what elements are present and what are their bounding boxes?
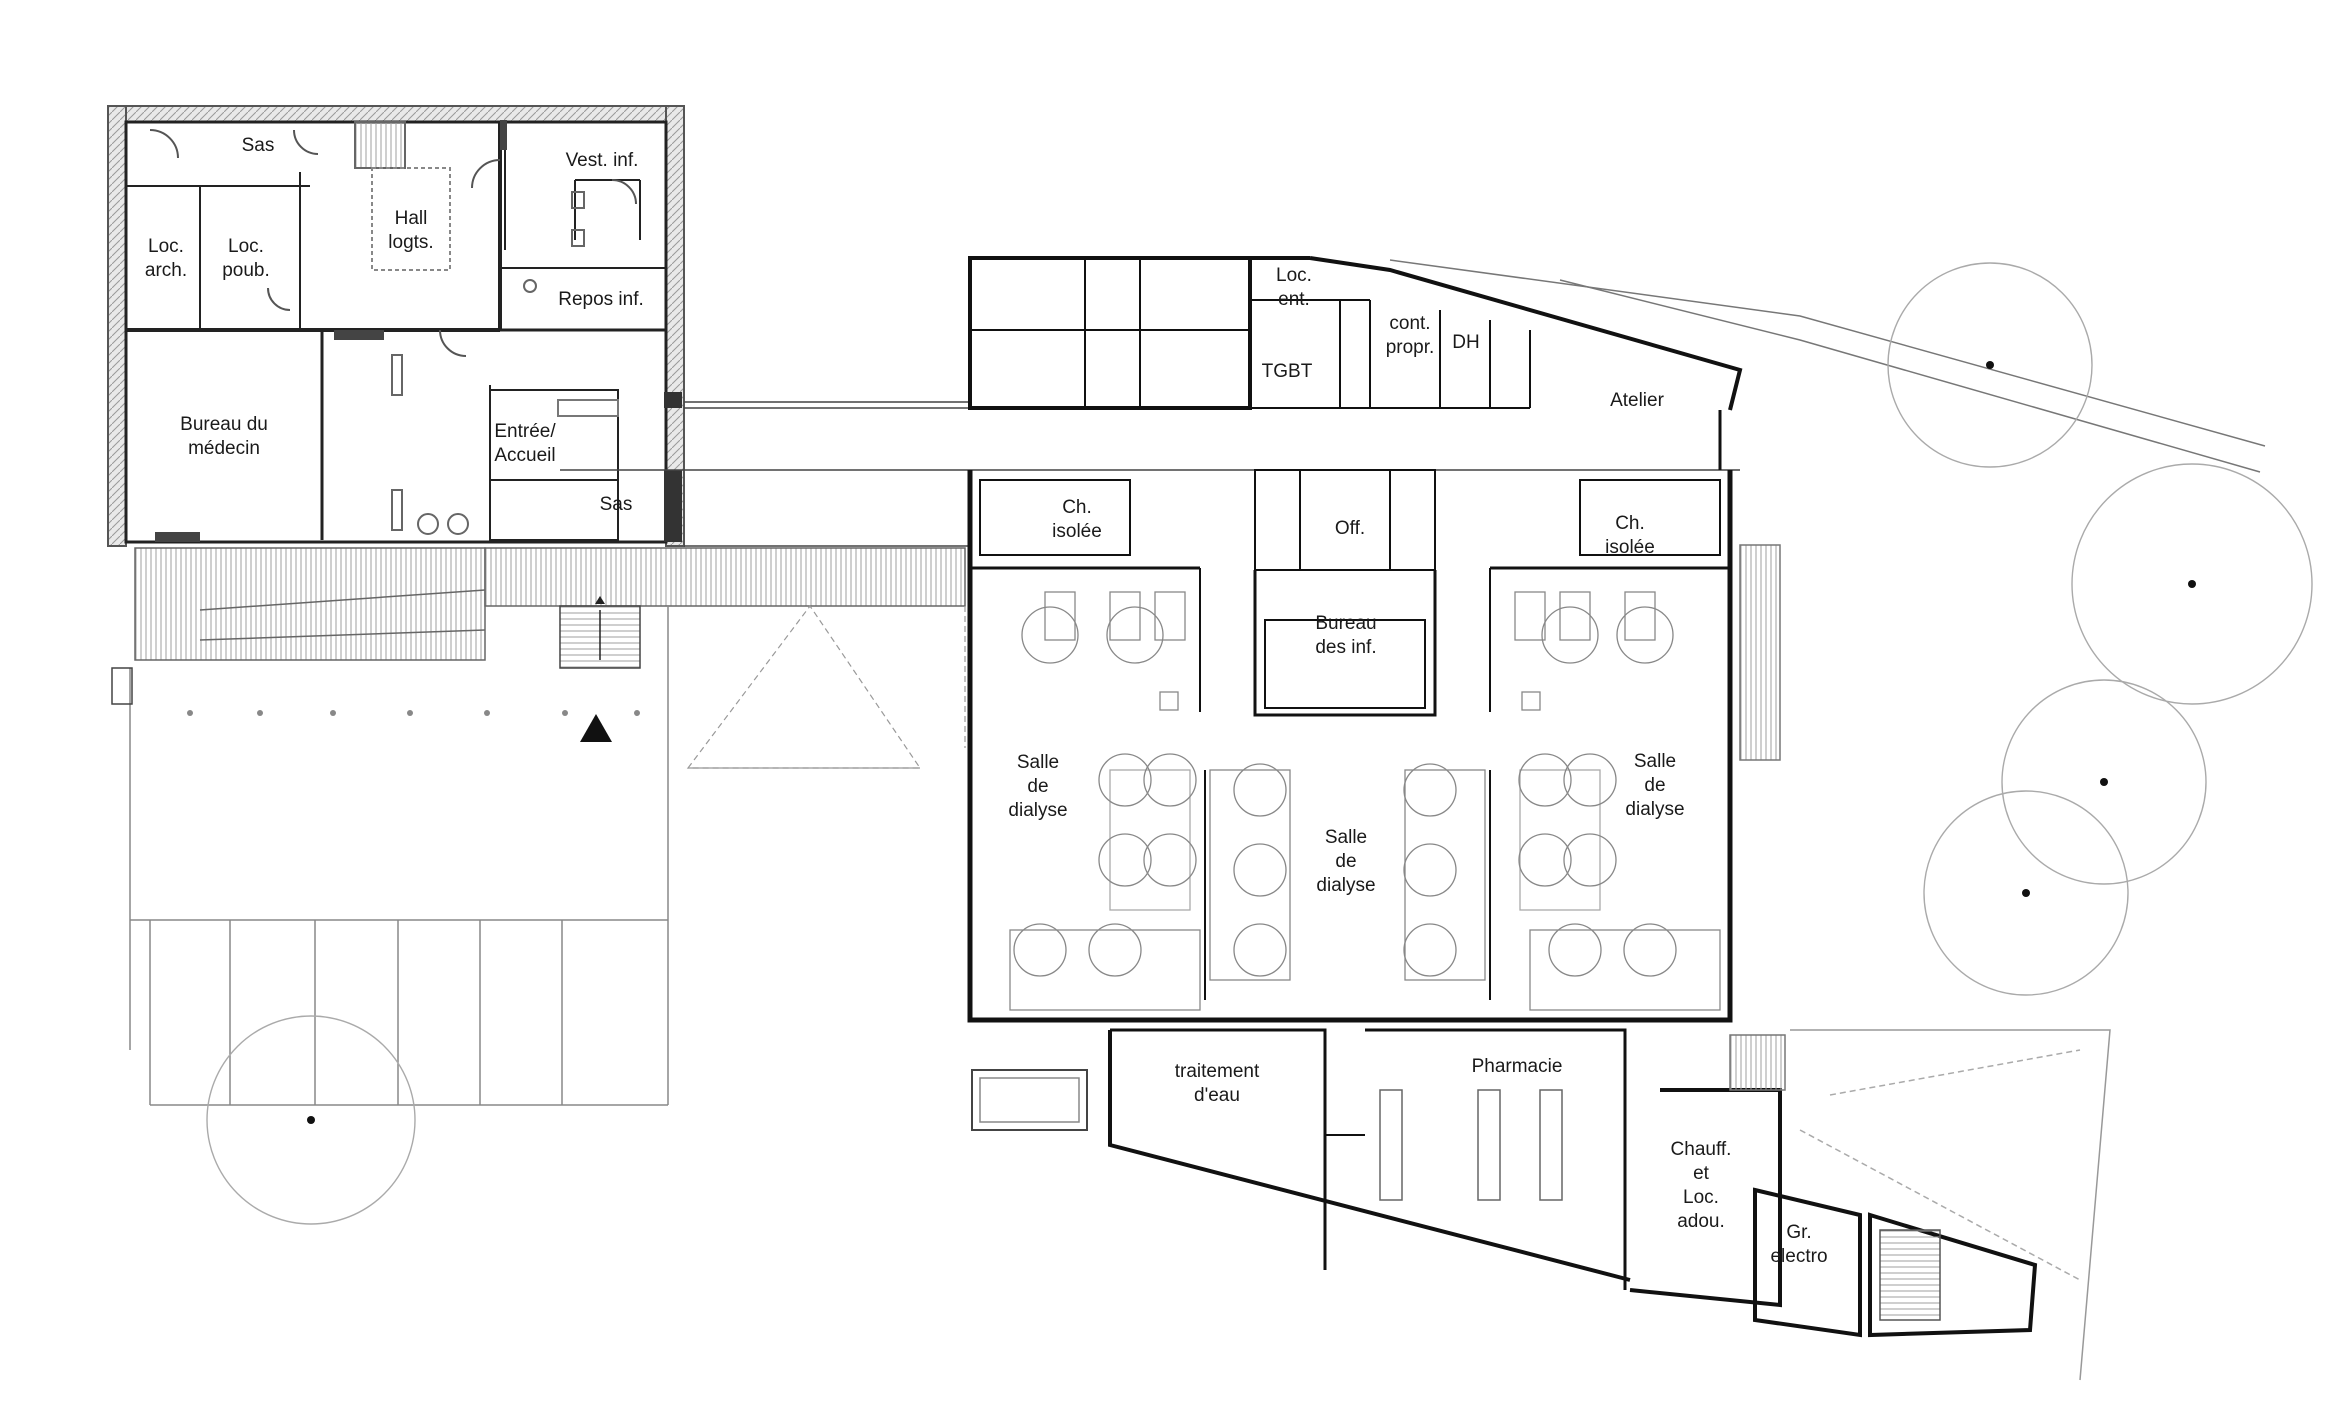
room-label-cont-propr: cont.propr.	[1385, 313, 1435, 358]
room-label-ch-isolee-left: Ch.isolée	[1052, 497, 1102, 542]
room-label-tgbt: TGBT	[1261, 361, 1313, 382]
corridor	[560, 401, 1740, 547]
old-building	[107, 105, 685, 547]
room-label-dh: DH	[1452, 332, 1480, 353]
room-label-sas-top: Sas	[241, 135, 275, 156]
room-label-repos-inf: Repos inf.	[558, 289, 644, 310]
canopy	[686, 604, 966, 769]
room-label-vest-inf: Vest. inf.	[565, 150, 639, 171]
room-label-sas-entree: Sas	[599, 494, 633, 515]
pharmacy-shelves	[971, 1069, 1563, 1201]
trees	[206, 262, 2313, 1225]
room-label-atelier: Atelier	[1610, 390, 1664, 411]
dialysis-furniture	[1009, 591, 1721, 1011]
ramp	[134, 547, 966, 669]
forecourt	[111, 606, 669, 1106]
room-label-loc-ent: Loc.ent.	[1276, 265, 1312, 310]
room-label-off: Off.	[1334, 518, 1366, 539]
room-label-loc-arch: Loc.arch.	[144, 236, 188, 281]
reception-block	[321, 354, 682, 542]
room-label-ch-isolee-right: Ch.isolée	[1605, 513, 1655, 558]
bollards	[187, 710, 640, 716]
room-label-entree-accueil: Entrée/Accueil	[494, 421, 556, 466]
dialysis-building	[967, 256, 2038, 1338]
east-walkway	[1389, 259, 2266, 1381]
room-label-pharmacie: Pharmacie	[1471, 1056, 1563, 1077]
room-label-gr-electro: Gr.electro	[1770, 1222, 1828, 1267]
room-label-loc-poub: Loc.poub.	[222, 236, 270, 281]
tree-trunks	[307, 361, 2196, 1124]
